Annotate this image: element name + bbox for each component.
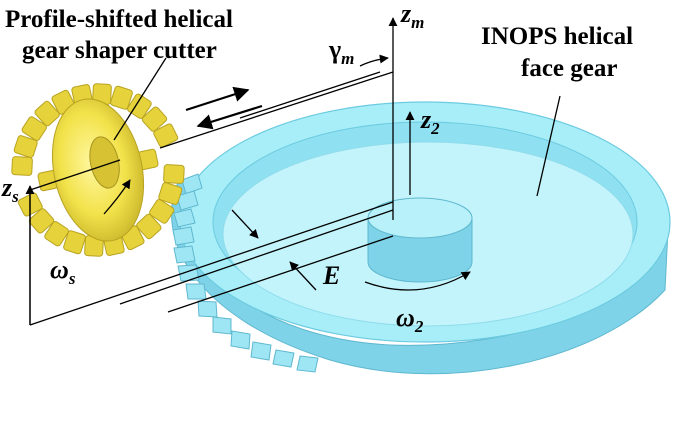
- gear-label-line1: INOPS helical: [481, 23, 633, 50]
- face-gear-teeth: [172, 173, 319, 373]
- face-gear: [171, 101, 671, 375]
- omega-2-symbol: ω2: [396, 303, 424, 336]
- e-arrow-2: [289, 261, 317, 291]
- zm-symbol: zm: [400, 0, 424, 32]
- text-labels: Profile-shifted helical gear shaper cutt…: [1, 0, 633, 336]
- motion-arrow-forward: [185, 86, 250, 112]
- e-arrow-1: [231, 209, 259, 239]
- cutter-label-line2: gear shaper cutter: [22, 37, 217, 64]
- gamma-arc: [359, 54, 389, 67]
- omega-2-arrow: [364, 271, 471, 291]
- gear-shaper-cutter: [11, 83, 185, 257]
- zs-symbol: zs: [1, 173, 19, 206]
- gamma-line: [239, 71, 381, 119]
- e-symbol: E: [322, 261, 340, 290]
- omega-s-symbol: ωs: [50, 255, 76, 288]
- motion-arrow-back: [196, 104, 263, 130]
- cutter-label-line1: Profile-shifted helical: [5, 6, 233, 33]
- center-boss-top: [367, 197, 473, 239]
- e-line-upper: [119, 209, 394, 305]
- construction-lines: [25, 17, 561, 326]
- z2-symbol: z2: [420, 105, 440, 138]
- gear-label-line2: face gear: [521, 55, 617, 82]
- cutter-leader: [113, 57, 167, 141]
- cutter-teeth: [11, 83, 185, 257]
- omega-s-arrow: [103, 179, 131, 215]
- gear-leader: [536, 95, 561, 197]
- e-line-lower: [167, 235, 394, 313]
- cutter-bore: [89, 136, 120, 189]
- gamma-symbol: γm: [328, 35, 354, 68]
